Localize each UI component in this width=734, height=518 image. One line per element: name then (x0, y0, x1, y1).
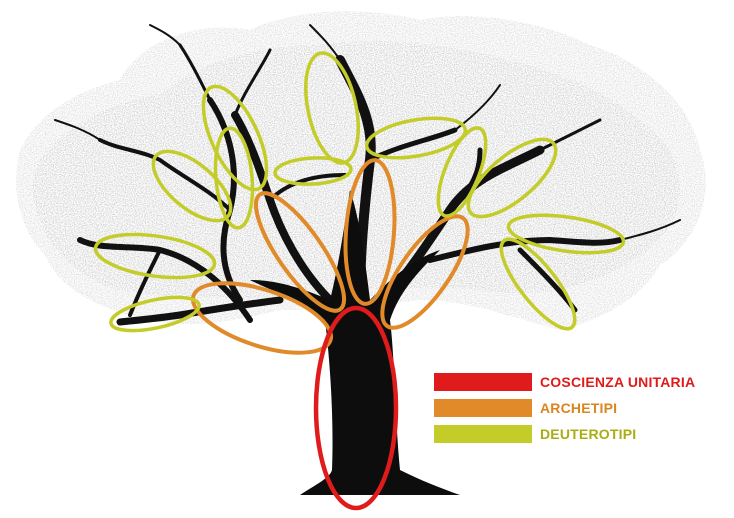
legend-label-coscienza: COSCIENZA UNITARIA (540, 373, 695, 391)
legend-label-archetipi: ARCHETIPI (540, 399, 617, 417)
legend-swatch-coscienza (434, 373, 532, 391)
legend-swatch-deuterotipi (434, 425, 532, 443)
legend-swatch-archetipi (434, 399, 532, 417)
legend-label-deuterotipi: DEUTEROTIPI (540, 425, 636, 443)
